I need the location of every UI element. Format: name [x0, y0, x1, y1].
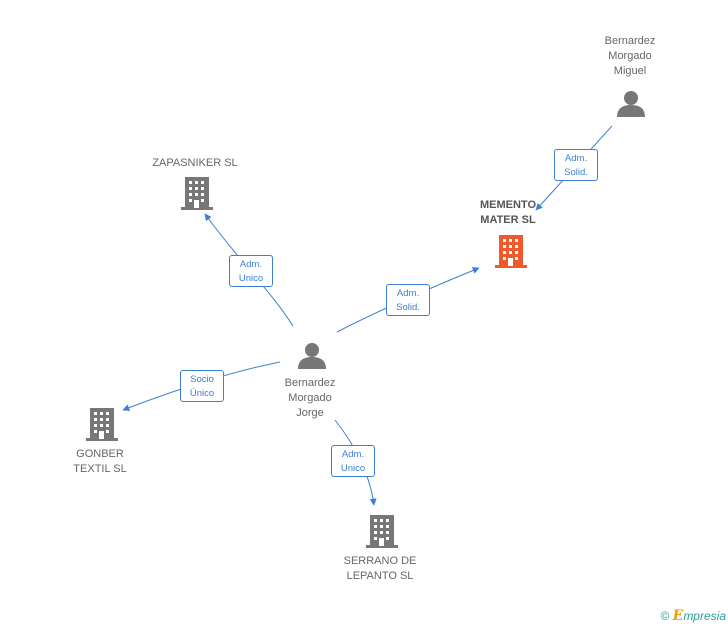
building-icon[interactable]	[86, 408, 118, 441]
building-icon-highlight[interactable]	[495, 235, 527, 268]
brand-name: mpresia	[683, 609, 726, 623]
node-label-gonber-textil[interactable]: GONBER TEXTIL SL	[73, 448, 127, 475]
relation-badge-jorge-zapasniker[interactable]: Adm. Unico	[229, 255, 273, 287]
relation-badge-jorge-gonber[interactable]: Socio Único	[180, 370, 224, 402]
building-icon[interactable]	[366, 515, 398, 548]
person-icon[interactable]	[298, 343, 326, 369]
node-label-bernardez-jorge[interactable]: Bernardez Morgado Jorge	[284, 377, 336, 419]
person-icon[interactable]	[617, 91, 645, 117]
copyright-icon: ©	[660, 609, 670, 623]
node-label-bernardez-miguel[interactable]: Bernardez Morgado Miguel	[604, 35, 656, 77]
brand-initial: E	[672, 608, 684, 624]
node-label-serrano-lepanto[interactable]: SERRANO DE LEPANTO SL	[343, 555, 417, 582]
footer-brand: © Empresia	[660, 608, 726, 624]
relation-badge-miguel-memento[interactable]: Adm. Solid.	[554, 149, 598, 181]
relation-badge-jorge-serrano[interactable]: Adm. Unico	[331, 445, 375, 477]
building-icon[interactable]	[181, 177, 213, 210]
relation-badge-jorge-memento[interactable]: Adm. Solid.	[386, 284, 430, 316]
node-label-zapasniker[interactable]: ZAPASNIKER SL	[152, 157, 238, 169]
node-label-memento-mater[interactable]: MEMENTO MATER SL	[479, 199, 537, 226]
